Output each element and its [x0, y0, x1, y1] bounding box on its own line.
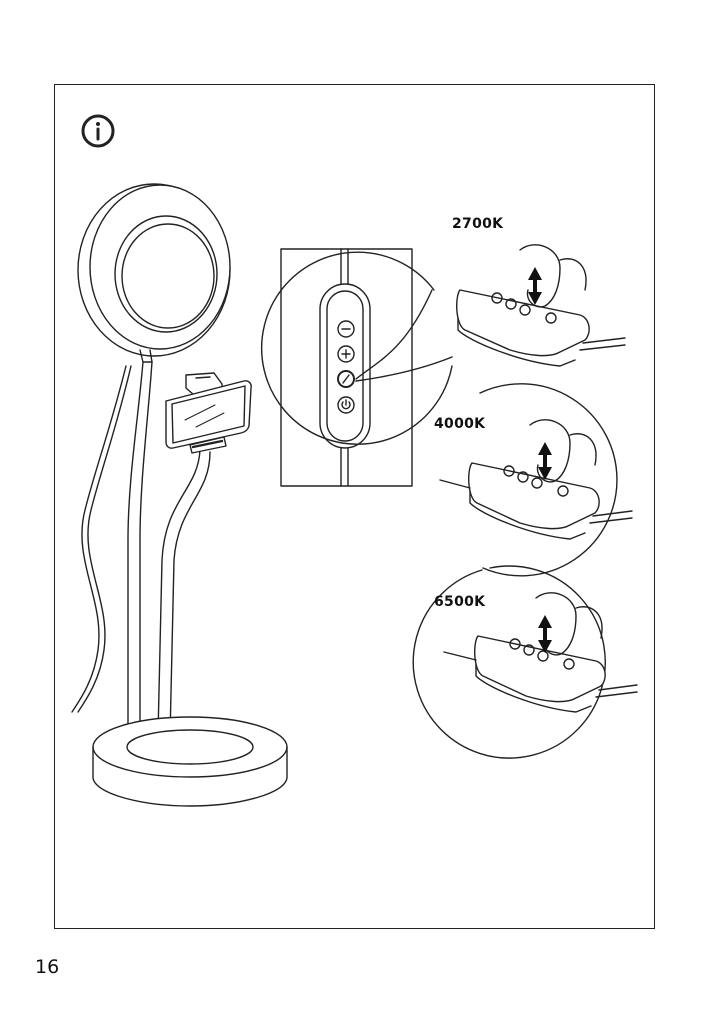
- color-temp-label-6500k: 6500K: [434, 594, 486, 610]
- plus-icon: [337, 345, 355, 363]
- zoom-circle-4000k: [439, 383, 633, 577]
- minus-icon: [337, 320, 355, 338]
- controller-detail: [280, 248, 453, 487]
- page-number: 16: [35, 956, 60, 978]
- power-icon: [337, 396, 355, 414]
- up-down-arrow-icon: [528, 267, 542, 305]
- up-down-arrow-icon: [538, 442, 552, 480]
- info-icon: [81, 114, 115, 148]
- ring-light-lamp: [71, 183, 288, 807]
- up-down-arrow-icon: [538, 615, 552, 653]
- color-temp-label-2700k: 2700K: [452, 216, 504, 232]
- color-temperature-icon: [337, 370, 355, 388]
- zoom-circle-2700k: [260, 244, 626, 445]
- color-temp-label-4000k: 4000K: [434, 416, 486, 432]
- zoom-circle-6500k: [412, 565, 638, 759]
- illustration-frame: [54, 84, 655, 929]
